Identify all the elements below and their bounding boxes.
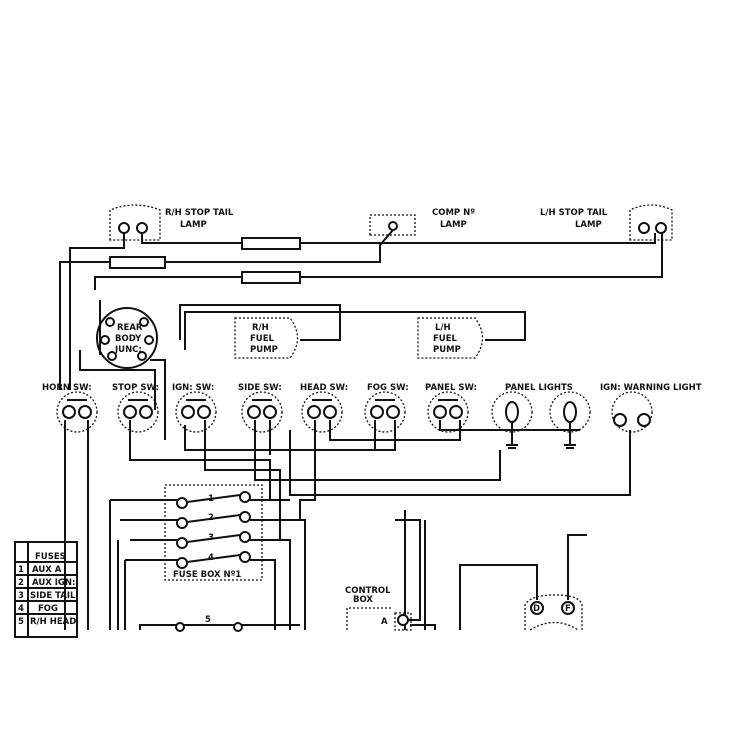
rear-body-junction: REAR BODY JUNC: (96, 307, 158, 369)
fuse-box-label: FUSE BOX Nº1 (173, 570, 241, 580)
fuse-row-number: 3 (18, 591, 24, 601)
fuse-row-label: AUX A (32, 565, 62, 575)
fuse-number-3: 3 (208, 533, 214, 543)
wires (64, 420, 631, 630)
fuse-row-number: 4 (18, 604, 24, 614)
rh-stop-tail-lamp: R/H STOP TAIL LAMP (109, 204, 234, 241)
switches (56, 391, 653, 449)
side-switch-label: SIDE SW: (238, 383, 282, 393)
rh-lamp-label-2: LAMP (180, 220, 207, 230)
junc-label-1: REAR (117, 323, 143, 333)
fuse-row-label: R/H HEAD (30, 617, 76, 627)
control-box-label-1: CONTROL (345, 586, 391, 596)
fuse-row-number: 2 (18, 578, 24, 588)
panel-lights-label: PANEL LIGHTS (505, 383, 573, 393)
rh-pump-label-1: R/H (252, 323, 269, 333)
panel-switch (427, 391, 469, 433)
bulb-icon (563, 401, 577, 423)
stop-switch-label: STOP SW: (112, 383, 159, 393)
comp-no-lamp: COMP Nº LAMP (369, 208, 475, 236)
rh-pump-label-3: PUMP (250, 345, 278, 355)
side-switch (241, 391, 283, 433)
fuses-table-title: FUSES (35, 552, 66, 562)
dynamo: D F (524, 594, 583, 631)
ign-switch-label: IGN: SW: (172, 383, 214, 393)
comp-lamp-label-1: COMP Nº (432, 208, 475, 218)
inline-fuse (241, 271, 301, 284)
fuse-link (176, 551, 251, 569)
ground-icon (564, 422, 576, 449)
fuse-link (176, 511, 251, 529)
lh-pump-label-3: PUMP (433, 345, 461, 355)
fuse-link (176, 491, 251, 509)
panel-light (549, 391, 591, 449)
ign-switch (175, 391, 217, 433)
fuse-row-label: FOG (38, 604, 58, 614)
fuse-number-2: 2 (208, 513, 214, 523)
lh-lamp-label-1: L/H STOP TAIL (540, 208, 608, 218)
fuse-row-number: 1 (18, 565, 24, 575)
fog-switch (364, 391, 406, 433)
bulb-icon (505, 401, 519, 423)
dynamo-terminal-d: D (533, 604, 540, 614)
fuse-number-1: 1 (208, 494, 214, 504)
fog-switch-label: FOG SW: (367, 383, 409, 393)
rh-pump-label-2: FUEL (250, 334, 275, 344)
head-switch-label: HEAD SW: (300, 383, 348, 393)
lh-fuel-pump: L/H FUEL PUMP (417, 317, 484, 359)
horn-switch-label: HORN SW: (42, 383, 92, 393)
lh-pump-label-1: L/H (435, 323, 451, 333)
junc-label-3: JUNC: (114, 345, 142, 355)
ign-warning-light-label: IGN: WARNING LIGHT (600, 383, 702, 393)
lh-pump-label-2: FUEL (433, 334, 458, 344)
lh-lamp-label-2: LAMP (575, 220, 602, 230)
fuse-link (176, 531, 251, 549)
fuse-row-number: 5 (18, 617, 24, 627)
junc-label-2: BODY (115, 334, 142, 344)
comp-lamp-label-2: LAMP (440, 220, 467, 230)
fuses-table: FUSES 1 AUX A 2 AUX IGN: 3 SIDE TAIL 4 F… (14, 541, 78, 638)
control-box: CONTROL BOX A (345, 586, 412, 631)
rh-fuel-pump: R/H FUEL PUMP (234, 317, 299, 359)
panel-switch-label: PANEL SW: (425, 383, 477, 393)
head-switch (301, 391, 343, 433)
fuse-number-5: 5 (205, 615, 211, 625)
fuse-box-1: 1 2 3 4 FUSE BOX Nº1 (164, 484, 263, 581)
lh-stop-tail-lamp: L/H STOP TAIL LAMP (540, 204, 673, 241)
stop-switch (117, 391, 159, 433)
control-box-terminal-a: A (381, 617, 388, 627)
rh-lamp-label-1: R/H STOP TAIL (165, 208, 234, 218)
dynamo-terminal-f: F (565, 604, 571, 614)
fuse-row-label: SIDE TAIL (30, 591, 76, 601)
panel-light (491, 391, 533, 449)
fuse-5: 5 (175, 615, 243, 632)
ground-icon (506, 422, 518, 449)
fuse-row-label: AUX IGN: (32, 578, 75, 588)
inline-fuse (109, 256, 166, 269)
ign-warning-light (611, 391, 653, 433)
horn-switch (56, 391, 98, 433)
control-box-label-2: BOX (353, 595, 373, 605)
fuse-number-4: 4 (208, 553, 214, 563)
inline-fuse (241, 237, 301, 250)
wires (59, 229, 663, 440)
